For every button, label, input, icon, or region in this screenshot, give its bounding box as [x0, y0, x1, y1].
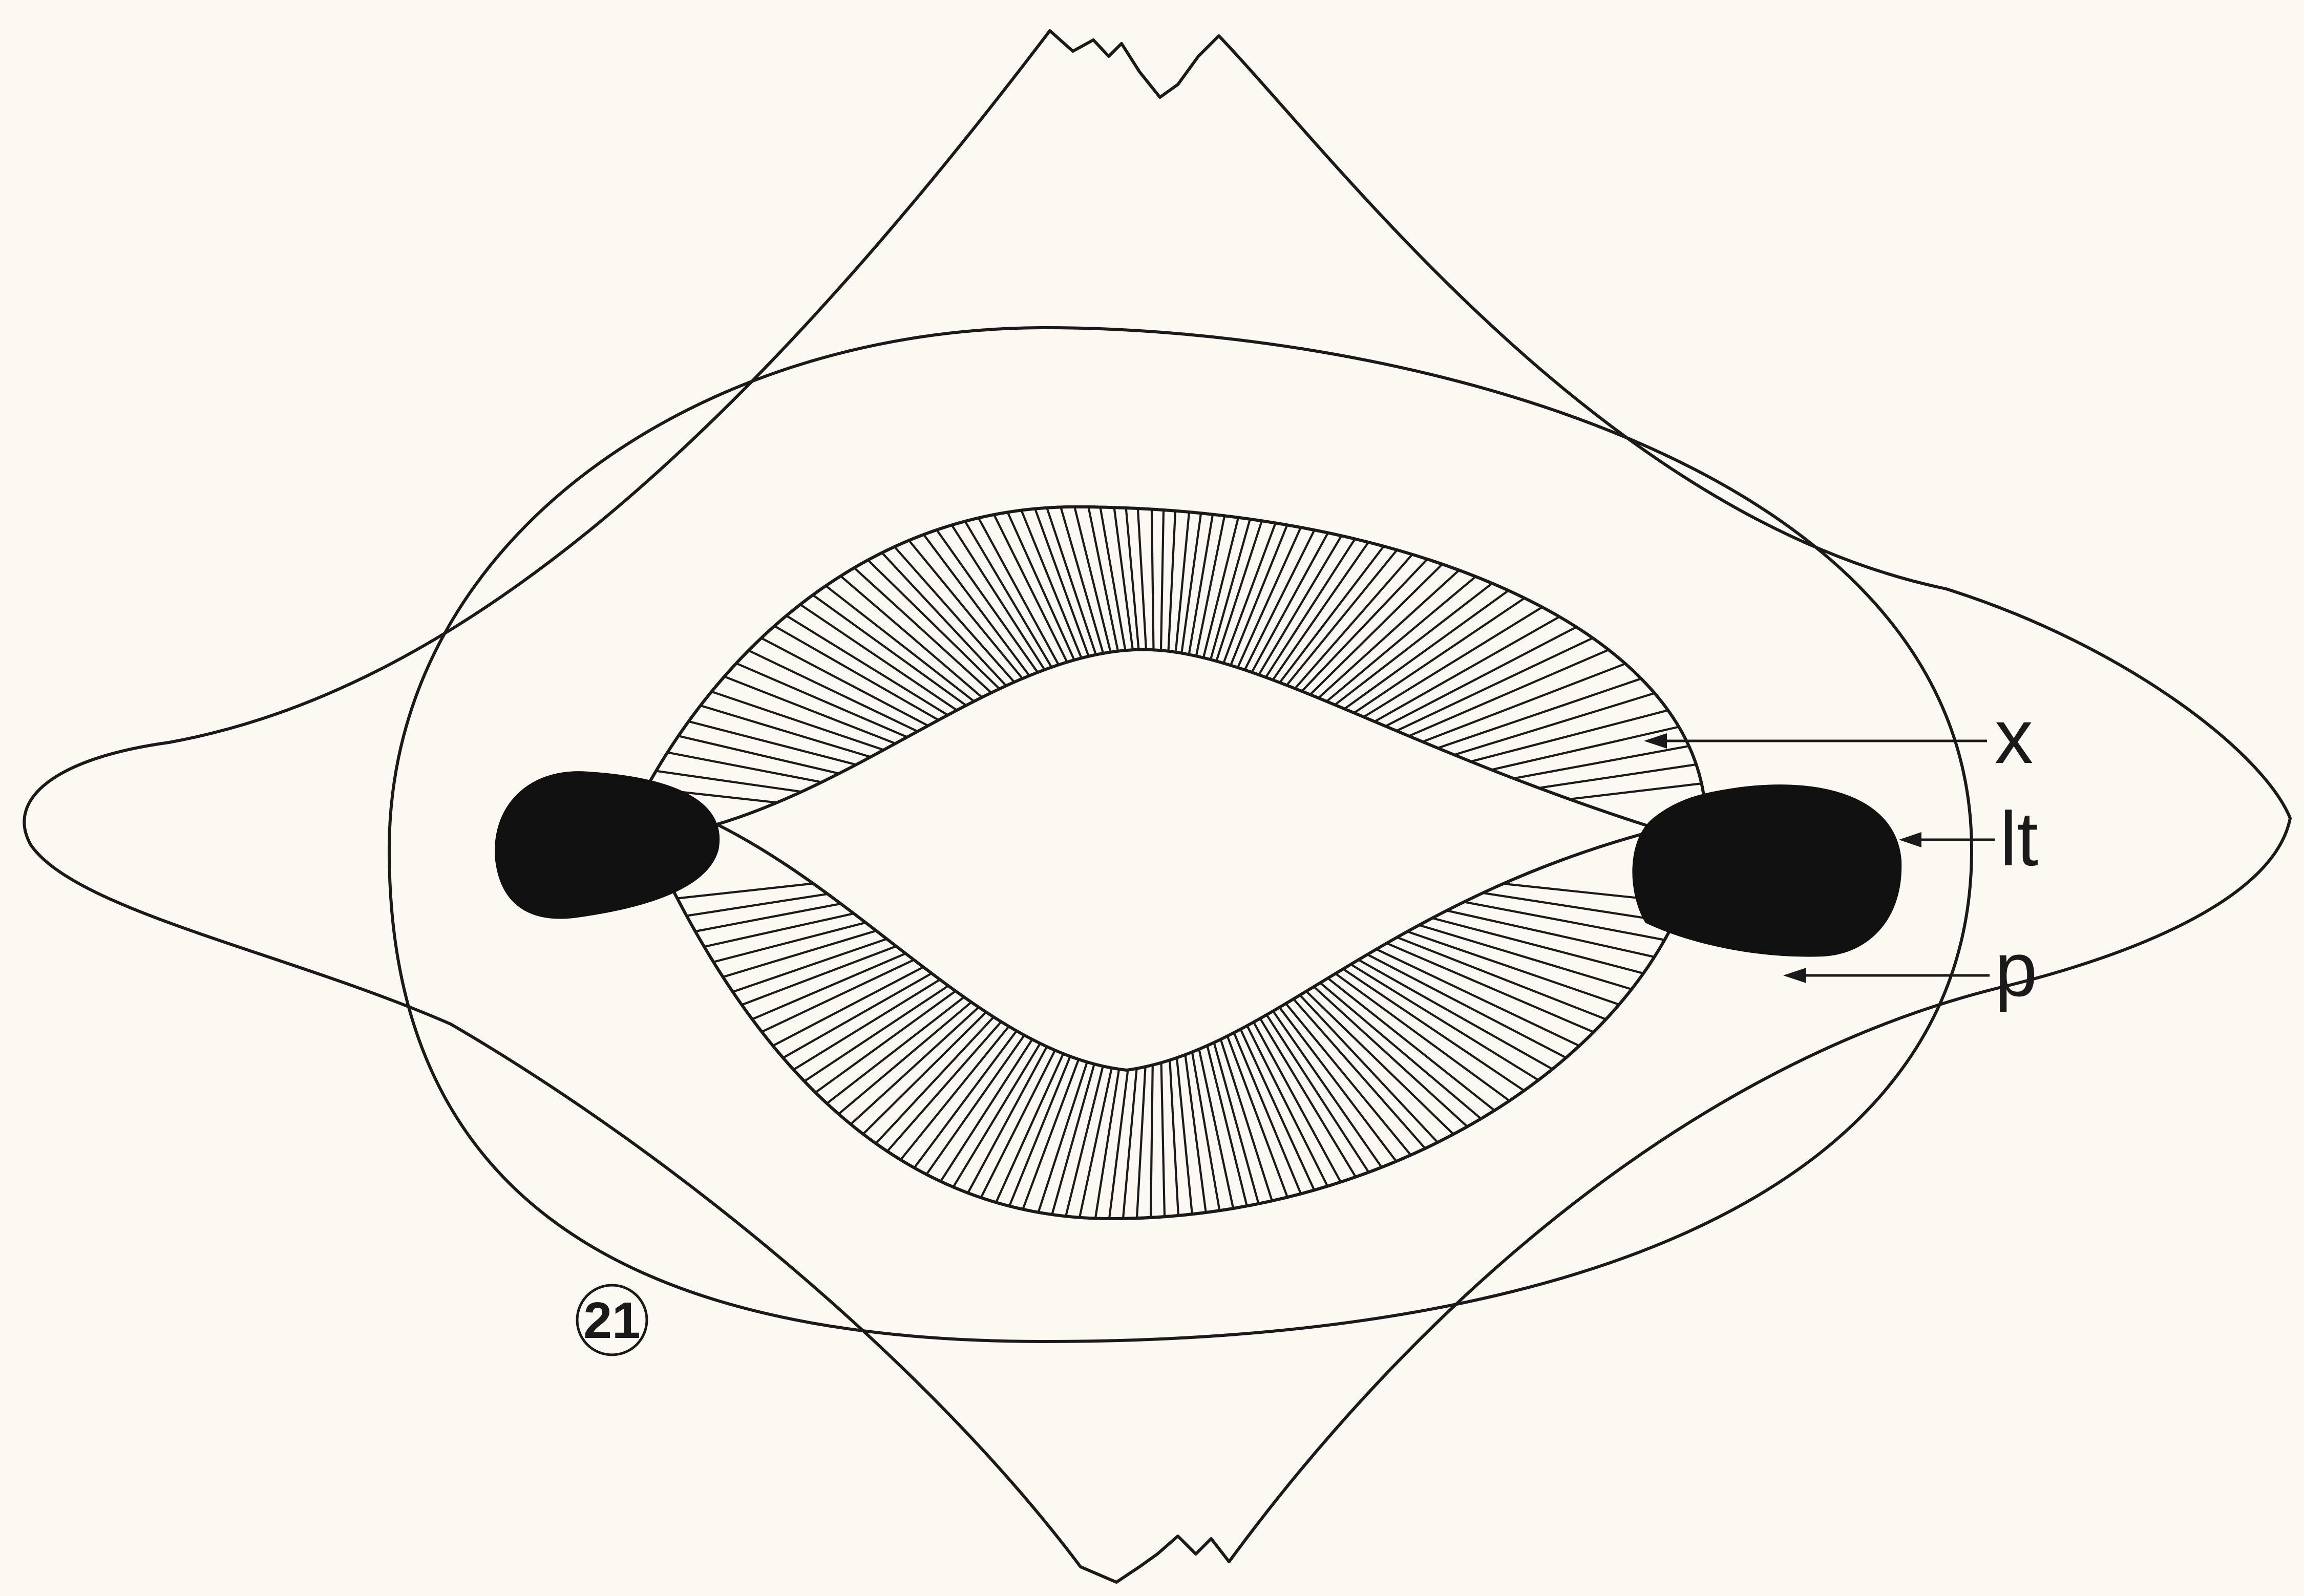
right-lateral-trace	[1634, 786, 1900, 955]
xylem-ring	[635, 507, 1705, 1219]
stem-outline	[24, 31, 2290, 1582]
label-lt: lt	[2000, 796, 2038, 882]
figure-number: 21	[583, 1292, 640, 1349]
p-pointer-arrowhead	[1783, 968, 1806, 983]
label-p: p	[1995, 926, 2037, 1012]
lt-pointer-arrowhead	[1899, 832, 1921, 847]
label-x: x	[1995, 693, 2033, 779]
